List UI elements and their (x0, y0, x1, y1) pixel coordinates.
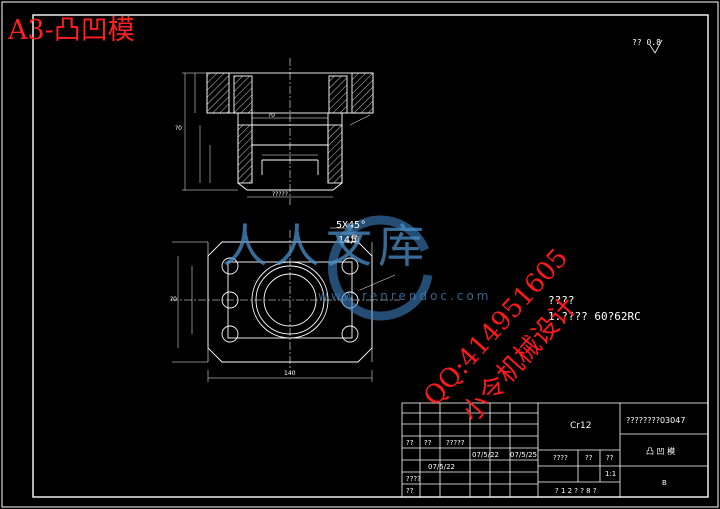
watermark-name: 人人文库 (222, 219, 430, 273)
tb-col-3: ?? (606, 454, 614, 462)
roughness-symbol-icon (649, 39, 663, 54)
watermark-url: www.renrendoc.com (318, 289, 492, 303)
title-block-grid (401, 402, 709, 498)
tb-sheet-no: B (662, 479, 667, 487)
dim-top-width: ?0 (268, 112, 276, 119)
roughness-note: ?? 0.8 (632, 38, 661, 47)
watermark-logo-icon (328, 215, 433, 321)
section-view (182, 58, 374, 205)
sheet-title: A3-凸凹模 (8, 15, 135, 46)
notes-heading: ???? (548, 294, 575, 307)
tb-date-2: 07/5/25 (510, 451, 537, 459)
tb-part-name: 凸 凹 模 (646, 447, 676, 456)
tb-row-5: ???? (406, 475, 421, 483)
tb-date-3: 07/5/22 (472, 451, 499, 459)
tb-row-3: ????? (446, 439, 465, 447)
chamfer-sub: 14角 (338, 235, 361, 246)
tb-row-4: ?? (406, 487, 414, 495)
tb-col-2: ?? (585, 454, 593, 462)
dim-plan-width: 140 (284, 370, 296, 377)
plan-view (170, 227, 400, 382)
tb-drawing-no: ????????03047 (626, 416, 686, 425)
notes-line1: 1.???? 60?62RC (548, 310, 641, 323)
inner-border (32, 14, 709, 498)
dim-height: ?0 (175, 125, 183, 132)
chamfer-callout: 5X45° (336, 220, 367, 231)
dim-bottom-width: ????? (272, 191, 288, 198)
dim-plan-height: ?0 (170, 296, 178, 303)
tb-scale: 1:1 (605, 470, 617, 478)
tb-date-1: 07/5/22 (428, 463, 455, 471)
tb-col-1: ???? (553, 454, 568, 462)
tb-row-1: ?? (406, 439, 414, 447)
tb-row-2: ?? (424, 439, 432, 447)
tb-sheet-count: ? 1 2 ? ? 8 ? (555, 487, 597, 495)
tb-material: Cr12 (570, 421, 592, 431)
